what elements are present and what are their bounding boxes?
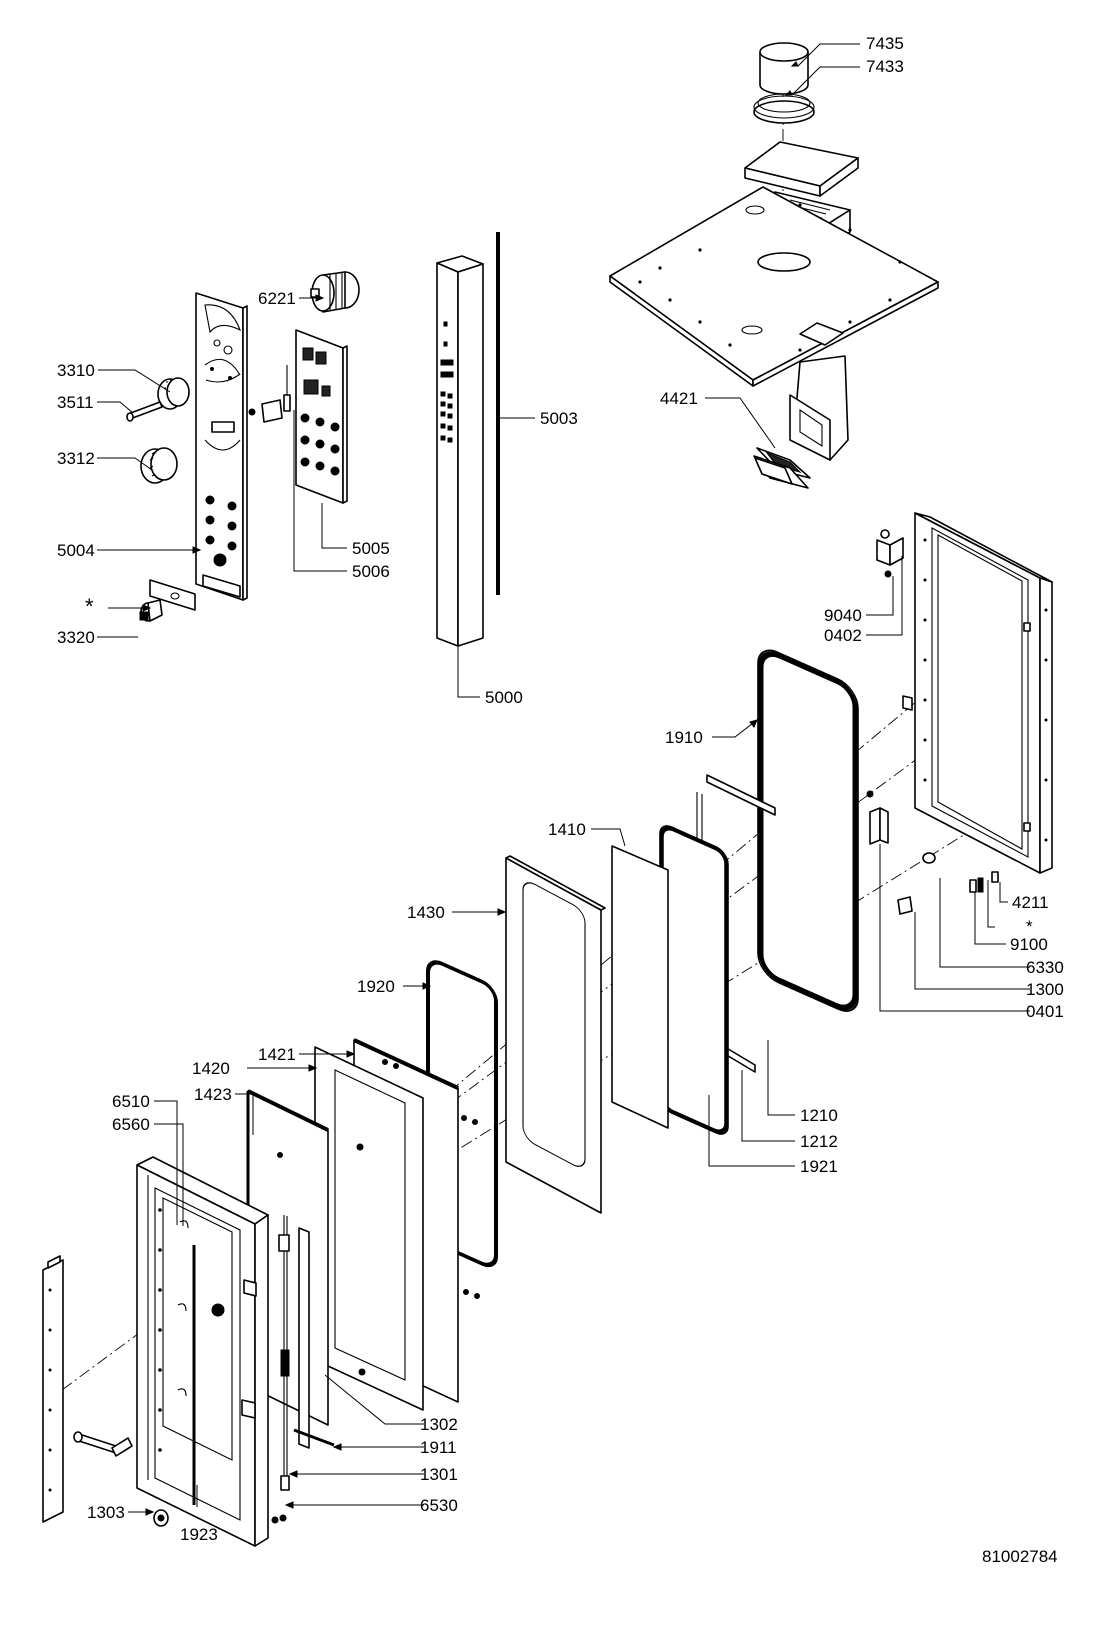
air-duct-bracket [789, 355, 849, 461]
knob-1303 [153, 1509, 169, 1527]
label-3511: 3511 [57, 393, 94, 412]
label-7433: 7433 [866, 57, 904, 76]
door-gasket-1910 [757, 649, 859, 1012]
control-panel-front-5004 [195, 292, 248, 601]
knob-shaft-3511 [126, 401, 163, 422]
label-1300: 1300 [1026, 980, 1064, 999]
knob-3312 [140, 447, 178, 484]
door-handle [73, 1431, 133, 1457]
pcb-5005 [295, 329, 348, 504]
label-1911: 1911 [420, 1438, 457, 1457]
label-star-1: * [85, 594, 94, 619]
label-1301: 1301 [420, 1465, 458, 1484]
latch-0401 [866, 695, 913, 915]
label-9100: 9100 [1010, 935, 1048, 954]
label-5004: 5004 [57, 541, 95, 560]
label-1910: 1910 [665, 728, 703, 747]
part-labels: 7435 7433 6221 3310 3511 3312 5004 * 332… [57, 34, 1064, 1566]
label-0402: 0402 [824, 626, 862, 645]
label-5006: 5006 [352, 562, 390, 581]
label-5005: 5005 [352, 539, 390, 558]
label-6560: 6560 [112, 1115, 150, 1134]
glass-1921 [659, 825, 729, 1135]
label-1920: 1920 [357, 977, 395, 996]
label-4211: 4211 [1012, 893, 1049, 912]
label-6510: 6510 [112, 1092, 150, 1111]
clamp-ring-7433 [753, 93, 815, 124]
label-3310: 3310 [57, 361, 95, 380]
label-3320: 3320 [57, 628, 95, 647]
door-panel-1430 [505, 855, 606, 1214]
label-0401: 0401 [1026, 1002, 1064, 1021]
arrowheads [142, 61, 799, 1516]
label-1212: 1212 [800, 1132, 838, 1151]
label-1410: 1410 [548, 820, 586, 839]
label-5003: 5003 [540, 409, 578, 428]
label-star-2: * [1026, 917, 1033, 936]
label-3312: 3312 [57, 449, 95, 468]
label-1420: 1420 [192, 1059, 230, 1078]
label-9040: 9040 [824, 606, 862, 625]
label-1921: 1921 [800, 1157, 838, 1176]
sensor-5006 [248, 365, 291, 423]
label-1210: 1210 [800, 1106, 838, 1125]
switch-plate-star [149, 579, 196, 611]
door-handle-trim [42, 1255, 64, 1523]
drawing-number: 81002784 [982, 1547, 1058, 1566]
hinge-pin-1911 [293, 1227, 335, 1449]
label-4421: 4421 [660, 389, 698, 408]
label-1303: 1303 [87, 1503, 125, 1522]
roof-plate [609, 186, 939, 387]
front-door-frame [136, 1156, 269, 1547]
label-1423: 1423 [194, 1085, 232, 1104]
control-column-5000 [436, 255, 484, 647]
motor-6221 [310, 271, 360, 313]
hinge-rod-1301 [278, 1215, 290, 1491]
fan-gasket-4421 [753, 447, 811, 489]
knob-3310 [157, 377, 190, 410]
vent-box-cover [744, 141, 859, 197]
rear-door-frame [914, 512, 1053, 874]
glass-pane-1410 [611, 845, 669, 1129]
label-6530: 6530 [420, 1496, 458, 1515]
label-5000: 5000 [485, 688, 523, 707]
label-6330: 6330 [1026, 958, 1064, 977]
hinge-bracket-0402 [876, 529, 904, 578]
label-1430: 1430 [407, 903, 445, 922]
label-1923: 1923 [180, 1525, 218, 1544]
screw-6530 [271, 1514, 287, 1524]
small-parts-9100-6330-4211 [922, 852, 999, 893]
label-1421: 1421 [258, 1045, 296, 1064]
inner-glass-1420 [314, 1046, 424, 1411]
label-7435: 7435 [866, 34, 904, 53]
label-6221: 6221 [258, 289, 296, 308]
label-1302: 1302 [420, 1415, 458, 1434]
